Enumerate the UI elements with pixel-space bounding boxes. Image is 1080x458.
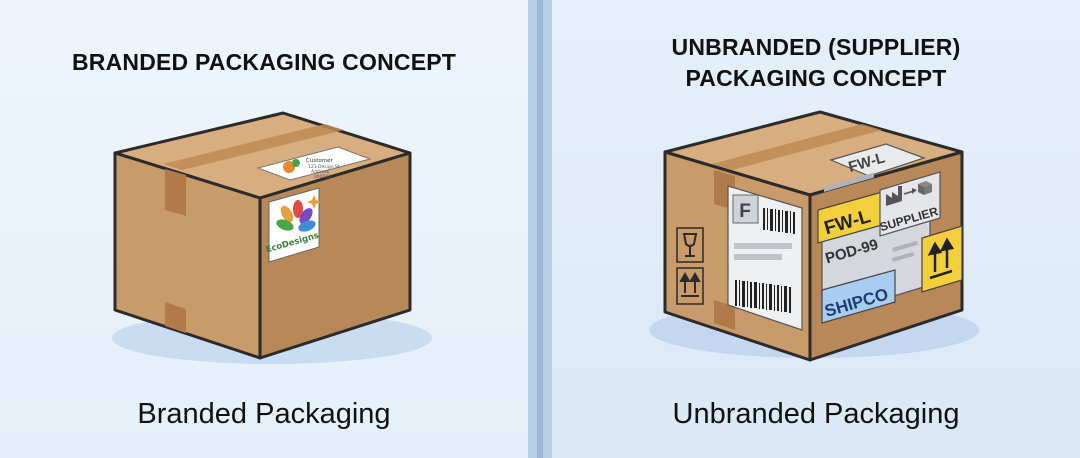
box-tape-top	[712, 124, 882, 170]
label-text-line	[824, 172, 874, 193]
box-tape-bottom	[714, 300, 735, 330]
f-label-box	[732, 194, 759, 224]
fragile-glass-icon	[682, 233, 698, 257]
barcode-bottom	[735, 280, 791, 313]
this-way-up-yellow-arrows-icon	[927, 237, 955, 280]
unbranded-title-line2: PACKAGING CONCEPT	[685, 65, 947, 91]
box-tape-front	[165, 169, 186, 216]
unbranded-box-illustration: F FW-L FW-L POD-9	[649, 110, 979, 362]
label-line-1: Customer	[306, 158, 333, 164]
fwl-top-label	[829, 143, 926, 177]
box-tape-bottom	[165, 302, 186, 333]
this-way-up-arrows-icon	[679, 271, 701, 297]
label-text-line	[734, 243, 792, 249]
branded-title: BRANDED PACKAGING CONCEPT	[71, 49, 457, 75]
barcode-top	[763, 208, 795, 234]
shipco-label	[821, 269, 896, 324]
label-text-line	[734, 254, 782, 260]
branded-caption: Branded Packaging	[137, 398, 391, 430]
label-text-line	[892, 240, 919, 252]
unbranded-panel: UNBRANDED (SUPPLIER) PACKAGING CONCEPT	[552, 0, 1080, 458]
unbranded-caption: Unbranded Packaging	[672, 398, 960, 430]
unbranded-title: UNBRANDED (SUPPLIER) PACKAGING CONCEPT	[552, 32, 1080, 94]
fragile-symbol-frame	[676, 227, 704, 263]
ecodesigns-flower-icon	[276, 195, 321, 232]
label-line-4: 000000	[314, 174, 331, 180]
this-way-up-frame	[676, 267, 704, 305]
branded-box-illustration: Customer 123 Design St Address 000000 Ec…	[112, 111, 432, 364]
factory-icon	[886, 186, 917, 206]
panel-divider-line	[537, 0, 543, 458]
branded-panel: BRANDED PACKAGING CONCEPT Customer 123 D…	[0, 0, 528, 458]
package-icon	[918, 181, 932, 195]
this-way-up-yellow-label	[921, 225, 963, 293]
label-logo-leaf-icon	[292, 159, 300, 167]
label-line-3: Address	[311, 169, 330, 175]
unbranded-title-line1: UNBRANDED (SUPPLIER)	[671, 34, 961, 60]
f-label-letter: F	[739, 201, 751, 222]
box-tape-top	[163, 124, 344, 170]
label-line-2: 123 Design St	[308, 164, 340, 170]
ecodesigns-sticker	[268, 187, 320, 263]
label-logo-icon	[283, 161, 295, 173]
label-text-line	[892, 251, 915, 262]
panel-divider	[528, 0, 552, 458]
